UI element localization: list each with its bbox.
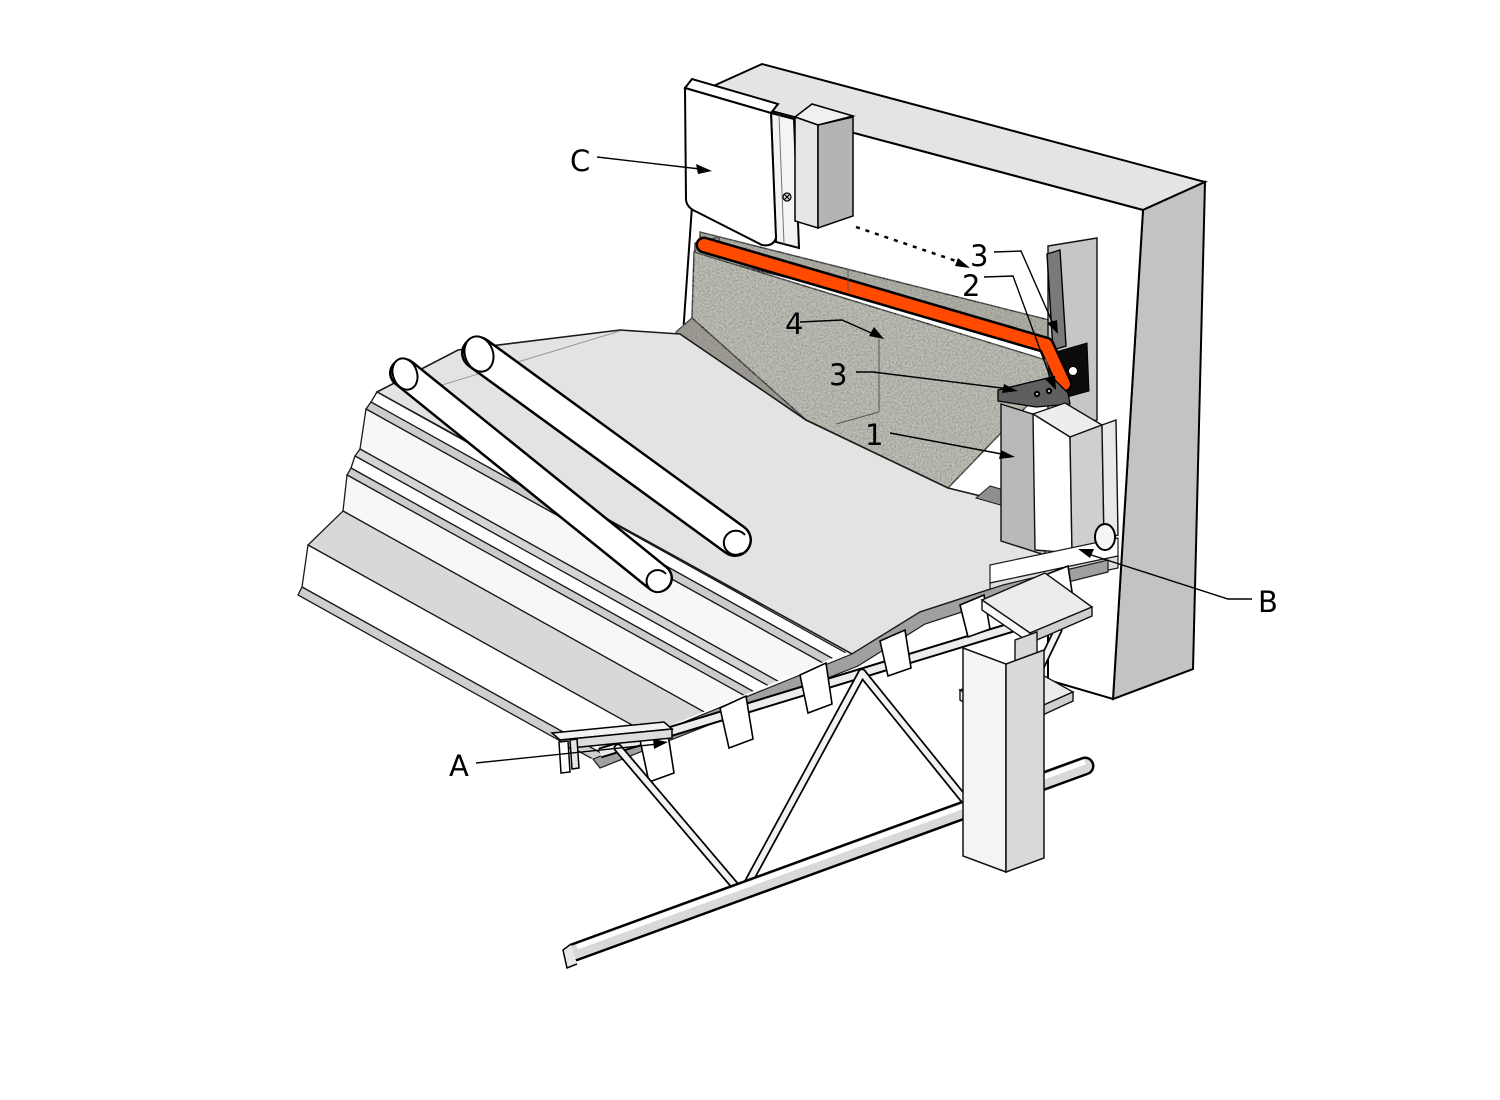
callout-label-B: B [1258, 585, 1278, 619]
arrowhead-C [696, 164, 712, 174]
column-right-face [1005, 648, 1045, 874]
wall-gap-strip [1101, 419, 1119, 541]
callout-label-1: 1 [865, 418, 883, 452]
hidden-edge-dotted-line [855, 225, 963, 265]
edge-blocking-cluster [1000, 402, 1119, 556]
membrane-roll-front [461, 335, 752, 557]
coping-assembly [683, 77, 856, 250]
leader-lines [475, 156, 1252, 764]
coping-screw [782, 192, 792, 202]
leader-2 [983, 275, 1053, 383]
equipment-box-right-face [817, 116, 854, 230]
arrowhead-2 [1045, 376, 1056, 390]
joist-bearing-angle [550, 721, 674, 774]
callout-label-3-upper: 3 [970, 239, 988, 273]
arrowhead-A [653, 739, 668, 749]
layer-line-2 [354, 448, 852, 761]
parapet-joint-lines [835, 270, 880, 425]
roll-curl [722, 529, 746, 556]
leader-3-upper [993, 250, 1055, 327]
arrowhead-B [1078, 549, 1094, 558]
callout-label-4: 4 [785, 307, 803, 341]
callout-label-2: 2 [962, 269, 980, 303]
nailer-front-face [1032, 412, 1073, 554]
leader-arrowheads [653, 164, 1094, 749]
dowel-pin [1094, 523, 1116, 551]
anchor-plate-hole [1068, 366, 1078, 376]
deck-flute [719, 694, 754, 750]
callout-label-A: A [449, 749, 469, 783]
column-front-face [962, 646, 1007, 874]
equipment-box-left-face [794, 115, 819, 230]
leader-A [475, 743, 659, 764]
layer-coverboard [359, 407, 852, 751]
steel-column [962, 646, 1045, 874]
leader-3-lower [856, 371, 1011, 390]
callout-label-C: C [570, 144, 590, 178]
arrowhead-3-lower [1002, 384, 1018, 393]
arrowhead-3-upper [1047, 320, 1058, 334]
leader-B [1084, 552, 1252, 600]
roll-curl [645, 569, 667, 594]
leader-1 [889, 432, 1008, 456]
coping-cover-panel [683, 86, 778, 247]
callout-labels: C 4 3 2 3 1 B A [449, 144, 1278, 783]
deck-flute [799, 661, 833, 715]
deck-flute [879, 628, 912, 678]
membrane-roll-back [389, 357, 673, 594]
dotted-line-arrowhead [955, 258, 970, 268]
chord-end-profile [562, 943, 578, 970]
membrane-flashing-strip [695, 236, 1073, 393]
joist-top-chord [598, 606, 1064, 759]
roll-end-cap [391, 357, 419, 391]
leader-4 [799, 319, 879, 337]
flashing-screws [1033, 387, 1053, 398]
roll-end-cap [463, 335, 495, 373]
leader-C [596, 156, 701, 170]
callout-label-3-lower: 3 [829, 358, 847, 392]
membrane-sheet-seam [431, 330, 621, 389]
arrowhead-1 [999, 450, 1015, 459]
arrowhead-4 [869, 327, 884, 339]
